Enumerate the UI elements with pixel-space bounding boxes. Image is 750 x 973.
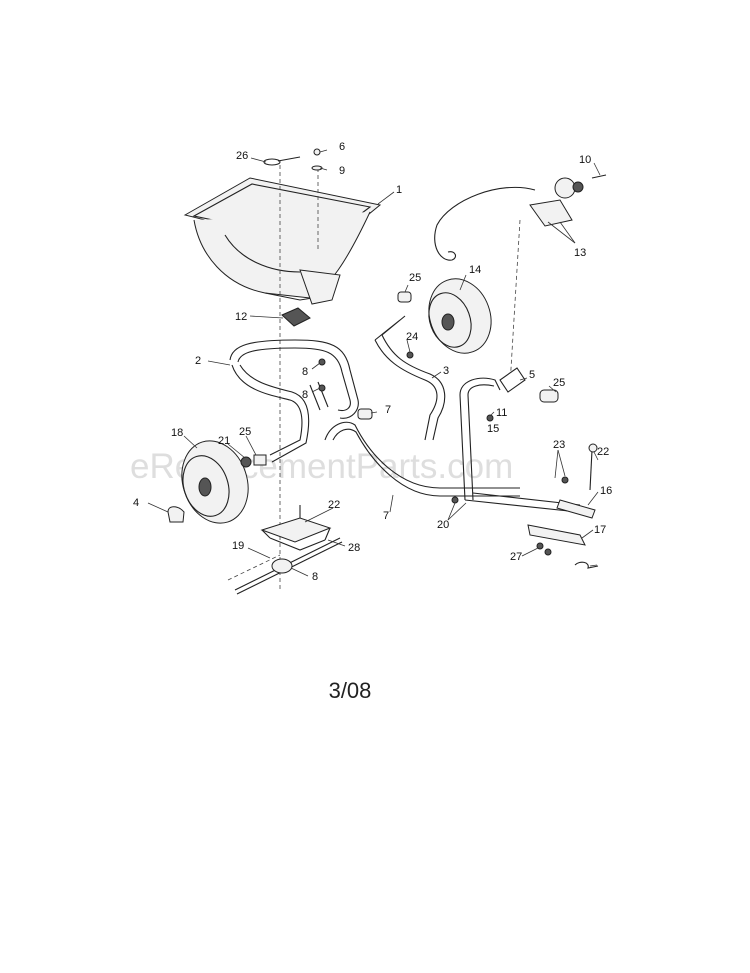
callout-7: 20 [437, 519, 449, 531]
rod-23 [589, 449, 593, 491]
bolt-7 [451, 496, 459, 504]
frame-left [229, 339, 359, 463]
callout-25: 25 [553, 377, 565, 389]
callout-labels: 26 6 9 1 10 13 25 14 12 2 8 24 3 5 25 8 … [133, 141, 612, 583]
callout-8: 8 [302, 389, 308, 401]
bar-22 [527, 524, 586, 546]
hopper [183, 177, 382, 305]
callout-10: 10 [579, 154, 591, 166]
callout-7: 23 [553, 439, 565, 451]
control-assembly [434, 174, 607, 261]
callout-25: 7 [385, 404, 391, 416]
pin-26 [263, 156, 301, 166]
callout-26: 26 [236, 150, 248, 162]
screw-24 [406, 351, 414, 359]
rod-23-head [588, 443, 598, 453]
frame-handle [324, 367, 581, 513]
leader-lines [147, 149, 601, 577]
nut-8 [318, 384, 326, 392]
callout-11: 15 [487, 423, 499, 435]
bolt-7 [561, 476, 569, 484]
callout-19: 8 [312, 571, 318, 583]
bushing-21 [253, 454, 267, 466]
callout-3: 3 [443, 365, 449, 377]
callout-4: 7 [383, 510, 389, 522]
callout-12: 12 [235, 311, 247, 323]
cap-25 [397, 291, 412, 303]
callout-8: 11 [496, 407, 507, 419]
nut-8 [544, 548, 552, 556]
callout-22: 16 [600, 485, 612, 497]
wheel-right [428, 278, 492, 354]
callout-18: 21 [218, 435, 230, 447]
center-line [509, 219, 521, 386]
callout-14: 14 [469, 264, 481, 276]
callout-13: 13 [574, 247, 586, 259]
frame-middle [374, 315, 446, 441]
callout-17: 28 [348, 542, 360, 554]
callout-8: 27 [510, 551, 522, 563]
callout-15: 18 [171, 427, 183, 439]
date-code: 3/08 [328, 678, 372, 703]
callout-28: 19 [232, 540, 244, 552]
nut-8 [486, 414, 494, 422]
bolt-6 [311, 148, 323, 171]
spinner-assembly [227, 505, 343, 595]
hub-cap-16 [167, 506, 185, 523]
hub-18 [240, 456, 252, 468]
callout-16: 4 [133, 497, 139, 509]
cap-25 [357, 408, 373, 420]
callout-22: 17 [594, 524, 606, 536]
plate-12 [281, 307, 311, 327]
callout-25: 25 [409, 272, 421, 284]
bar-22 [556, 499, 596, 519]
callout-23: 22 [597, 446, 609, 458]
nut-8 [318, 358, 326, 366]
callout-24: 24 [406, 331, 418, 343]
clip-27 [574, 561, 599, 569]
callout-1: 1 [396, 184, 402, 196]
callout-8: 8 [302, 366, 308, 378]
cap-25 [539, 389, 559, 403]
callout-21: 25 [239, 426, 251, 438]
callout-9: 9 [339, 165, 345, 177]
callout-6: 6 [339, 141, 345, 153]
callout-2: 2 [195, 355, 201, 367]
nut-8 [536, 542, 544, 550]
wheel-left [181, 440, 249, 524]
callout-5: 5 [529, 369, 535, 381]
callout-20: 22 [328, 499, 340, 511]
